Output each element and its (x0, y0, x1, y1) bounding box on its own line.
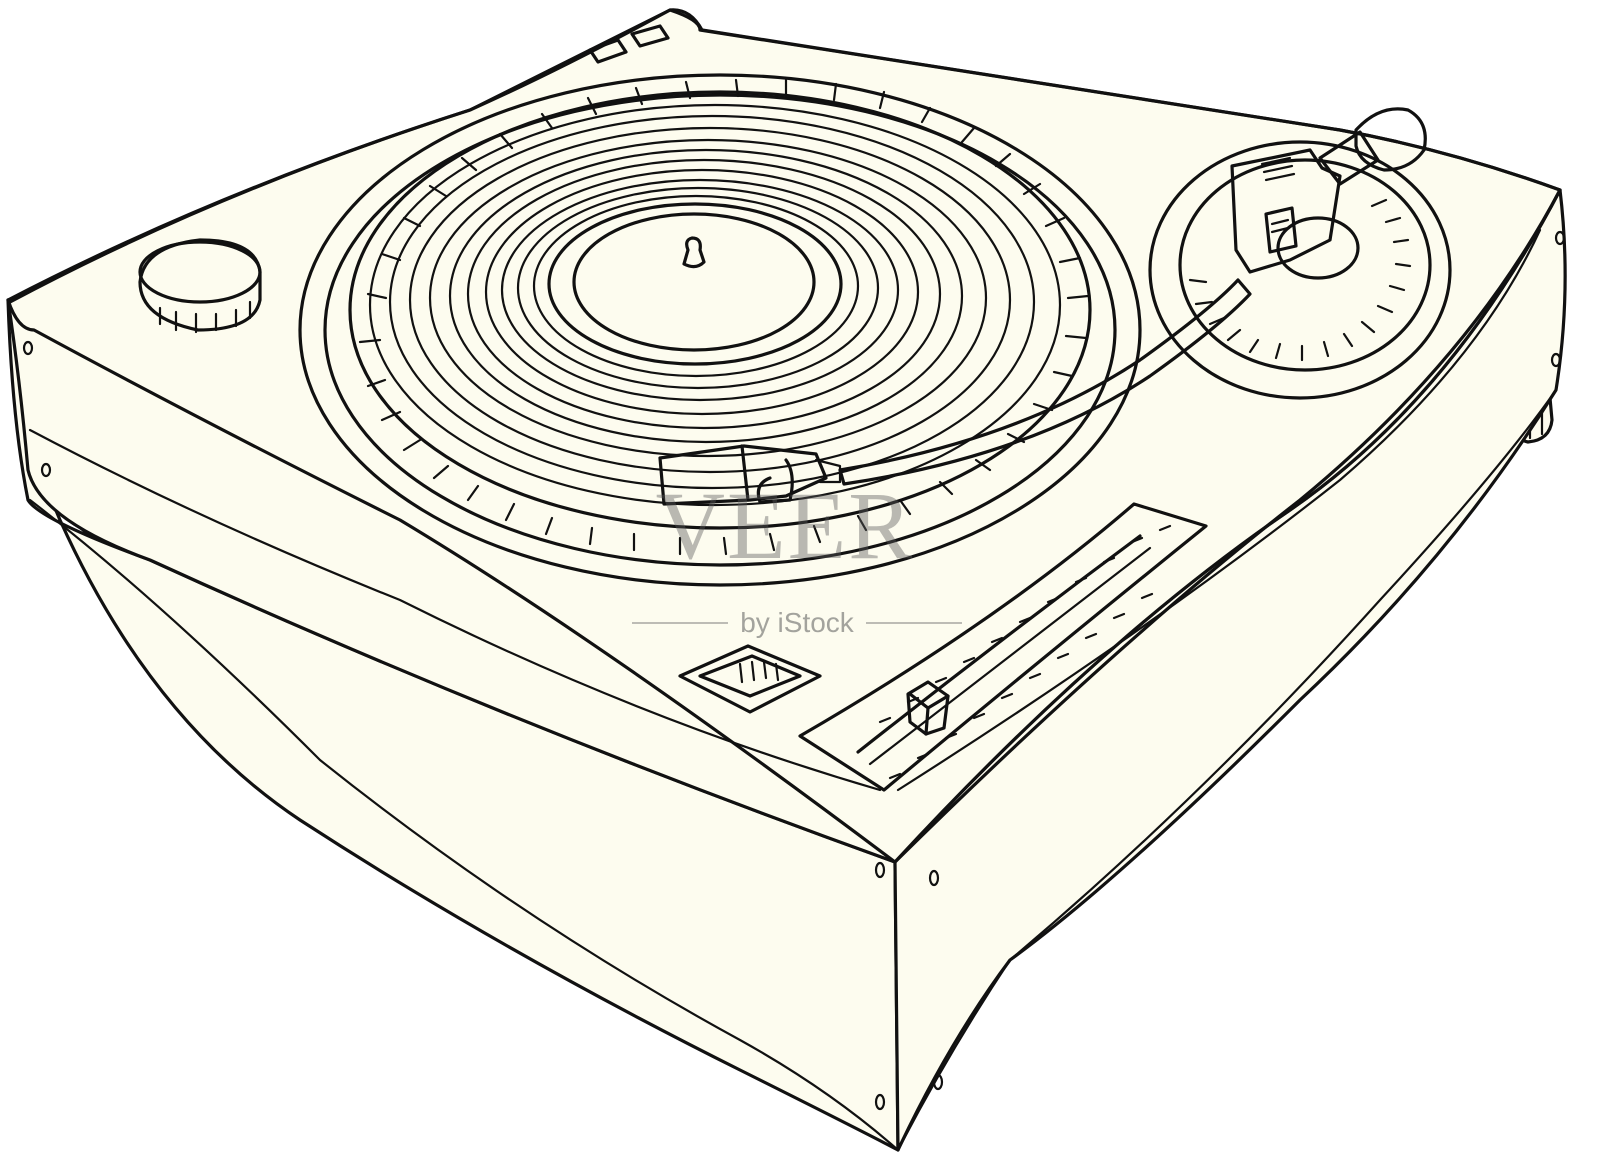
pitch-slider (798, 502, 1208, 792)
start-stop-button (678, 644, 822, 714)
start-knob (138, 238, 262, 334)
tonearm (658, 107, 1427, 506)
front-corner (893, 860, 900, 1152)
top-edge-back (8, 8, 1562, 304)
screws (22, 230, 1566, 1111)
bottom-edge (28, 388, 1558, 1152)
platter (298, 73, 1142, 587)
side-seam-left (28, 428, 882, 792)
top-edge-front (6, 298, 897, 864)
top-buttons (588, 24, 670, 64)
side-seam-right (896, 228, 1542, 792)
vinyl-record (348, 90, 1092, 530)
tonearm-base (1148, 140, 1452, 400)
top-edge-right (893, 188, 1562, 864)
